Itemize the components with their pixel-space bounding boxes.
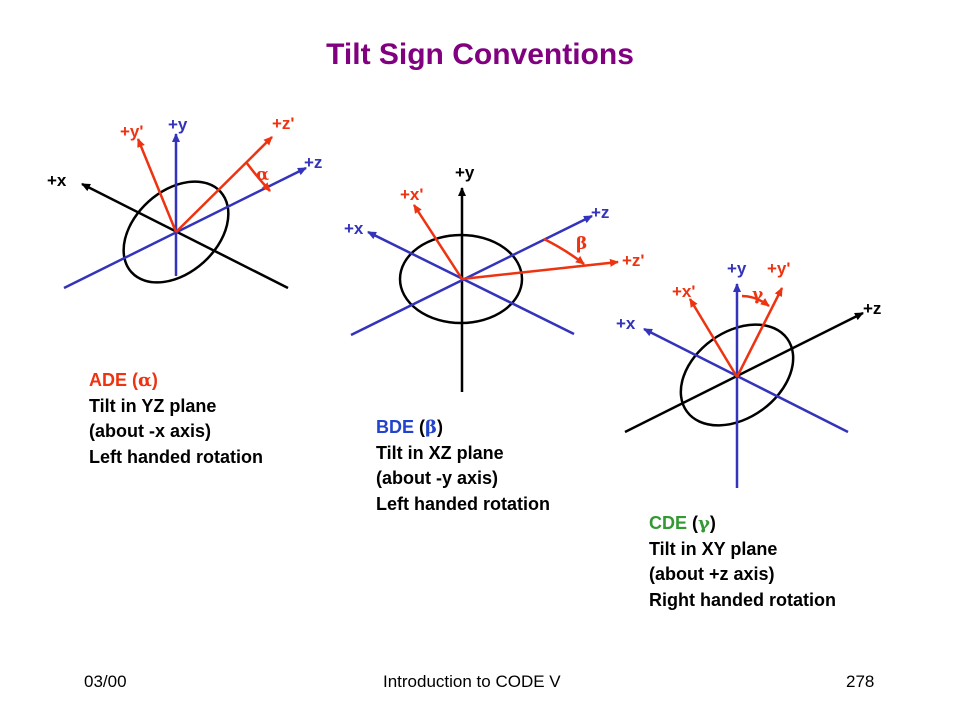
cde-description-line3: Right handed rotation [649,589,836,610]
footer-date: 03/00 [84,672,127,691]
bde-description-line1: Tilt in XZ plane [376,442,504,463]
cde-angle-symbol: γ [752,285,764,305]
bde-x-prime-axis [412,204,464,280]
cde-label-z: +z [863,299,881,318]
ade-x-axis [81,182,289,290]
cde-x-prime-axis [688,298,739,378]
ade-y-prime-axis [136,138,178,233]
ade-ellipse [122,180,230,284]
cde-diagram: +y +y' +x' +x +z γ [616,259,881,488]
cde-description-line1: Tilt in XY plane [649,538,778,559]
cde-description: CDE (γ) Tilt in XY plane (about +z axis)… [649,511,836,613]
cde-x-axis [643,327,849,434]
beta-symbol: β [425,417,437,438]
bde-label-z: +z [591,203,609,222]
bde-description-line3: Left handed rotation [376,493,550,514]
ade-z-prime-axis [175,136,273,233]
cde-z-axis [624,311,864,434]
bde-angle-symbol: β [576,234,587,254]
bde-description-title: BDE (β) [376,417,443,438]
ade-diagram: +x +y +z +y' +z' α [47,114,322,290]
bde-x-axis [367,230,575,336]
ade-label-x: +x [47,171,67,190]
bde-z-axis [350,214,593,337]
ade-description: ADE (α) Tilt in YZ plane (about -x axis)… [89,368,263,470]
bde-label-x-prime: +x' [400,185,423,204]
bde-description-line2: (about -y axis) [376,468,499,488]
bde-label-z-prime: +z' [622,251,644,270]
footer-page-number: 278 [846,672,875,691]
cde-description-title: CDE (γ) [649,513,716,534]
bde-label-y: +y [455,163,475,182]
bde-diagram: +y +x +z +x' +z' β [344,163,644,392]
ade-description-line3: Left handed rotation [89,446,263,467]
footer-course: Introduction to CODE V [383,672,561,691]
cde-label-y: +y [727,259,747,278]
alpha-symbol: α [138,370,152,391]
ade-description-title: ADE (α) [89,370,158,391]
ade-angle-arc [245,161,271,192]
ade-description-line1: Tilt in YZ plane [89,395,217,416]
ade-label-y: +y [168,115,188,134]
ade-z-axis [63,166,307,290]
bde-z-prime-axis [461,258,619,281]
cde-description-line2: (about +z axis) [649,564,775,584]
gamma-symbol: γ [698,513,710,534]
cde-label-y-prime: +y' [767,259,790,278]
cde-angle-arc [741,294,770,307]
cde-label-x: +x [616,314,636,333]
ade-description-line2: (about -x axis) [89,421,212,441]
ade-label-y-prime: +y' [120,122,143,141]
bde-angle-arc [543,237,585,265]
ade-angle-symbol: α [256,165,269,185]
ade-label-z-prime: +z' [272,114,294,133]
page-title: Tilt Sign Conventions [326,38,634,71]
ade-label-z: +z [304,153,322,172]
bde-label-x: +x [344,219,364,238]
cde-ellipse [679,323,795,427]
cde-y-prime-axis [735,287,784,378]
bde-description: BDE (β) Tilt in XZ plane (about -y axis)… [376,415,550,517]
cde-label-x-prime: +x' [672,282,695,301]
